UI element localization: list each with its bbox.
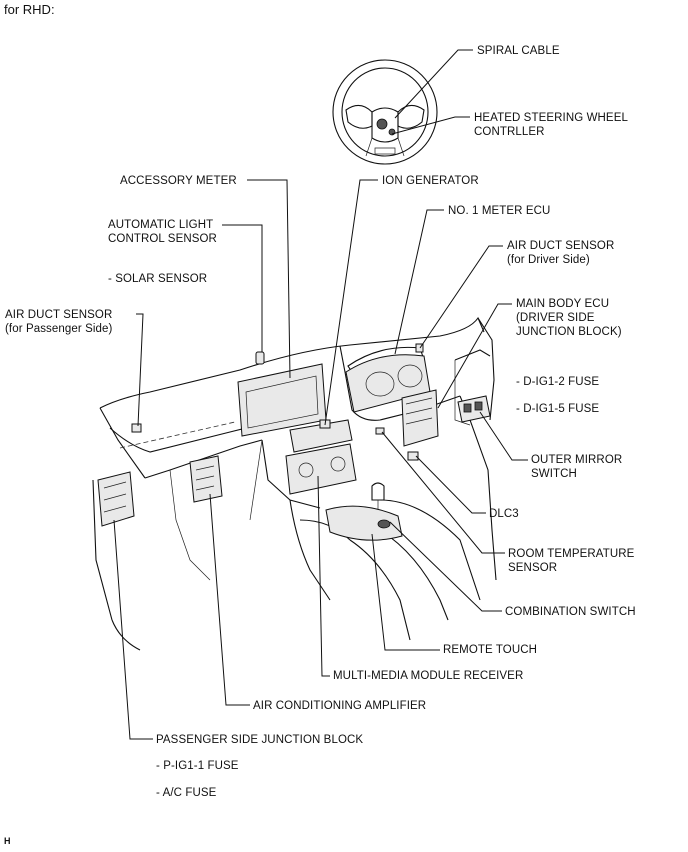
label-air-duct-driver: AIR DUCT SENSOR	[507, 240, 615, 252]
label-dlc3: DLC3	[489, 508, 519, 520]
label-air-duct-passenger-side: (for Passenger Side)	[5, 323, 113, 335]
multimedia-unit-shape	[285, 419, 357, 495]
room-temp-sensor-shape	[375, 427, 385, 435]
label-heated-steering-wheel: HEATED STEERING WHEEL	[474, 112, 628, 124]
label-ac-amplifier: AIR CONDITIONING AMPLIFIER	[253, 700, 427, 712]
label-air-duct-passenger: AIR DUCT SENSOR	[5, 309, 113, 321]
label-d-ig1-2-fuse: - D-IG1-2 FUSE	[516, 376, 600, 388]
figure-code: H	[4, 836, 11, 846]
label-no1-meter-ecu: NO. 1 METER ECU	[448, 205, 551, 217]
label-remote-touch: REMOTE TOUCH	[443, 644, 538, 656]
label-passenger-junction-block: PASSENGER SIDE JUNCTION BLOCK	[156, 734, 364, 746]
remote-touch-shape	[325, 505, 403, 541]
ac-amplifier-shape	[189, 455, 223, 503]
auto-light-sensor-shape	[255, 351, 265, 365]
label-heated-steering-controller: CONTRLLER	[474, 126, 545, 138]
label-junction-block: JUNCTION BLOCK)	[516, 326, 622, 338]
label-room-temperature: ROOM TEMPERATURE	[508, 548, 635, 560]
outer-mirror-switch-shape	[457, 395, 491, 423]
label-ion-generator: ION GENERATOR	[382, 175, 479, 187]
label-p-ig1-1-fuse: - P-IG1-1 FUSE	[156, 760, 239, 772]
label-automatic-light: AUTOMATIC LIGHT	[108, 219, 214, 231]
label-main-body-ecu: MAIN BODY ECU	[516, 298, 610, 310]
label-driver-side: (DRIVER SIDE	[516, 312, 595, 324]
dlc3-shape	[407, 451, 419, 461]
label-accessory-meter: ACCESSORY METER	[120, 175, 237, 187]
label-outer-mirror-switch: SWITCH	[531, 468, 577, 480]
leader-lines	[113, 49, 528, 740]
label-multi-media-module: MULTI-MEDIA MODULE RECEIVER	[333, 670, 524, 682]
accessory-meter-shape	[237, 363, 327, 437]
main-body-ecu-shape	[401, 389, 439, 447]
label-air-duct-driver-side: (for Driver Side)	[507, 254, 590, 266]
label-outer-mirror: OUTER MIRROR	[531, 454, 623, 466]
air-duct-driver-shape	[415, 343, 424, 353]
passenger-jb-shape	[97, 471, 135, 527]
label-room-temp-sensor: SENSOR	[508, 562, 558, 574]
label-ac-fuse: - A/C FUSE	[156, 787, 217, 799]
diagram-header: for RHD:	[4, 2, 55, 17]
label-d-ig1-5-fuse: - D-IG1-5 FUSE	[516, 403, 600, 415]
label-solar-sensor: - SOLAR SENSOR	[108, 273, 208, 285]
steering-wheel-illustration	[332, 59, 438, 165]
label-combination-switch: COMBINATION SWITCH	[505, 606, 636, 618]
label-spiral-cable: SPIRAL CABLE	[477, 45, 560, 57]
dashboard-illustration	[92, 316, 497, 651]
meter-cluster-shape	[345, 346, 431, 413]
air-duct-passenger-shape	[131, 423, 142, 433]
label-control-sensor: CONTROL SENSOR	[108, 233, 217, 245]
